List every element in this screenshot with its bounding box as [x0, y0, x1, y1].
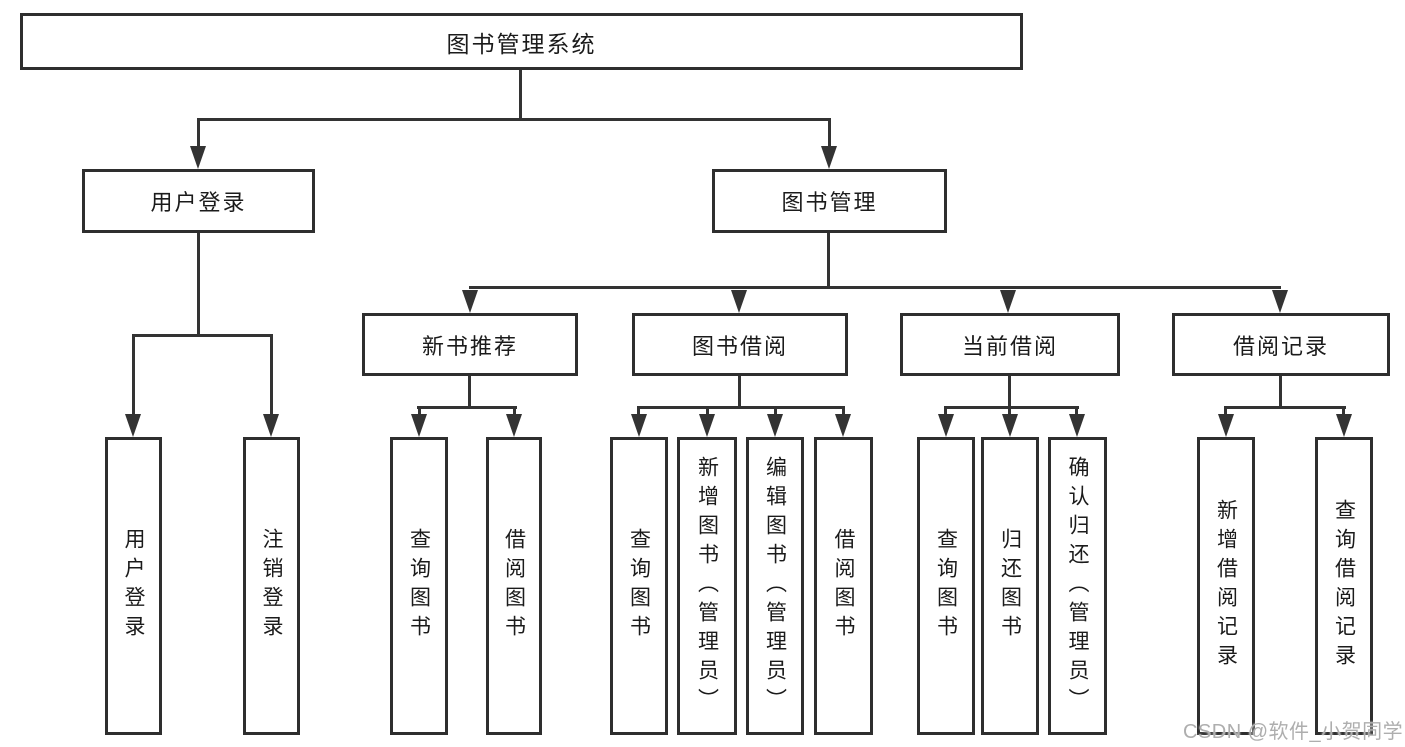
leaf-query-books-recommend: 查询图书: [390, 437, 448, 735]
leaf-borrow-books-recommend: 借阅图书: [486, 437, 542, 735]
arrow-down-icon: [190, 146, 206, 169]
connector-line: [1075, 406, 1078, 416]
node-label: 查询图书: [934, 528, 958, 644]
arrow-down-icon: [1069, 414, 1085, 437]
arrow-down-icon: [1336, 414, 1352, 437]
connector-line: [468, 376, 471, 409]
node-label: 借阅图书: [502, 528, 526, 644]
connector-line: [637, 406, 845, 409]
node-label: 编辑图书（管理员）: [763, 455, 787, 717]
arrow-down-icon: [462, 290, 478, 313]
connector-line: [197, 233, 200, 337]
node-label: 图书管理: [781, 190, 878, 215]
connector-line: [1342, 406, 1345, 416]
arrow-down-icon: [1002, 414, 1018, 437]
connector-line: [513, 406, 516, 416]
node-label: 用户登录: [150, 190, 247, 215]
connector-line: [944, 406, 947, 416]
arrow-down-icon: [699, 414, 715, 437]
connector-line: [827, 233, 830, 289]
arrow-down-icon: [506, 414, 522, 437]
node-borrow-records: 借阅记录: [1172, 313, 1390, 376]
node-label: 新增图书（管理员）: [695, 455, 719, 717]
arrow-down-icon: [411, 414, 427, 437]
node-book-borrowing: 图书借阅: [632, 313, 848, 376]
node-label: 查询图书: [627, 528, 651, 644]
connector-line: [1008, 406, 1011, 416]
arrow-down-icon: [125, 414, 141, 437]
connector-line: [132, 334, 135, 416]
node-label: 当前借阅: [961, 333, 1058, 359]
node-label: 借阅记录: [1232, 333, 1329, 359]
node-label: 确认归还（管理员）: [1066, 455, 1089, 717]
connector-line: [944, 406, 1079, 409]
connector-line: [828, 118, 831, 148]
connector-line: [842, 406, 845, 416]
connector-line: [519, 70, 522, 120]
node-label: 用户登录: [122, 528, 145, 644]
connector-line: [738, 376, 741, 409]
leaf-query-books-borrowing: 查询图书: [610, 437, 668, 735]
leaf-query-borrow-record: 查询借阅记录: [1315, 437, 1373, 735]
leaf-add-books-admin: 新增图书（管理员）: [677, 437, 737, 735]
leaf-query-books-current: 查询图书: [917, 437, 975, 735]
node-label: 借阅图书: [832, 528, 855, 644]
connector-line: [706, 406, 709, 416]
node-label: 注销登录: [260, 528, 283, 644]
node-new-book-recommend: 新书推荐: [362, 313, 578, 376]
connector-line: [774, 406, 777, 416]
connector-line: [637, 406, 640, 416]
leaf-edit-books-admin: 编辑图书（管理员）: [746, 437, 804, 735]
arrow-down-icon: [821, 146, 837, 169]
arrow-down-icon: [631, 414, 647, 437]
node-root-library-system: 图书管理系统: [20, 13, 1023, 70]
leaf-borrow-books: 借阅图书: [814, 437, 873, 735]
node-label: 查询借阅记录: [1332, 499, 1356, 673]
connector-line: [132, 334, 273, 337]
leaf-logout: 注销登录: [243, 437, 300, 735]
connector-line: [418, 406, 421, 416]
connector-line: [197, 118, 200, 148]
arrow-down-icon: [1000, 290, 1016, 313]
node-label: 图书借阅: [691, 333, 788, 359]
node-label: 新增借阅记录: [1214, 499, 1238, 673]
connector-line: [1224, 406, 1227, 416]
node-book-management: 图书管理: [712, 169, 947, 233]
node-label: 归还图书: [998, 528, 1022, 644]
connector-line: [1279, 376, 1282, 409]
leaf-return-books: 归还图书: [981, 437, 1039, 735]
connector-line: [417, 406, 517, 409]
node-label: 查询图书: [407, 528, 431, 644]
arrow-down-icon: [767, 414, 783, 437]
arrow-down-icon: [731, 290, 747, 313]
connector-line: [197, 118, 831, 121]
node-current-borrowing: 当前借阅: [900, 313, 1120, 376]
arrow-down-icon: [835, 414, 851, 437]
node-label: 新书推荐: [421, 333, 518, 359]
connector-line: [1224, 406, 1346, 409]
leaf-confirm-return-admin: 确认归还（管理员）: [1048, 437, 1107, 735]
connector-line: [1008, 376, 1011, 409]
node-user-login: 用户登录: [82, 169, 315, 233]
node-label: 图书管理系统: [446, 30, 597, 57]
leaf-add-borrow-record: 新增借阅记录: [1197, 437, 1255, 735]
connector-line: [270, 334, 273, 416]
arrow-down-icon: [1218, 414, 1234, 437]
arrow-down-icon: [1272, 290, 1288, 313]
csdn-watermark: CSDN @软件_小贺同学: [1183, 721, 1404, 743]
arrow-down-icon: [263, 414, 279, 437]
connector-line: [469, 286, 1281, 289]
arrow-down-icon: [938, 414, 954, 437]
leaf-user-login: 用户登录: [105, 437, 162, 735]
